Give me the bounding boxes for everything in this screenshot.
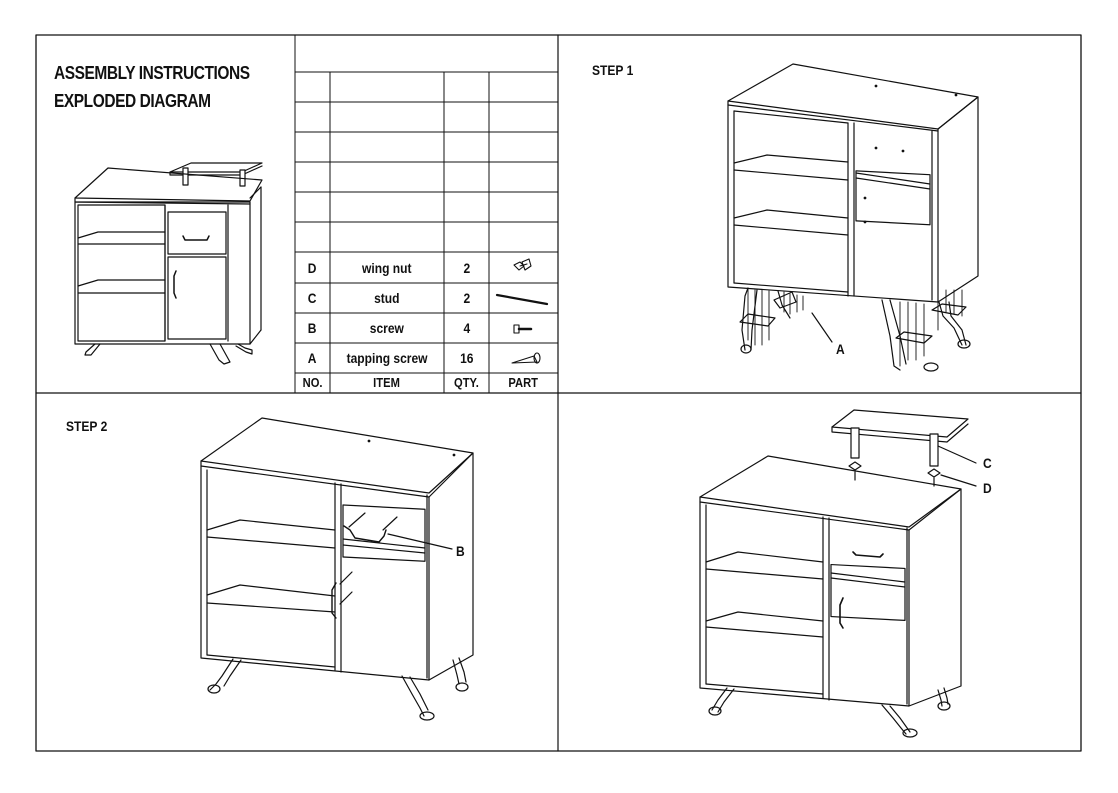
table-header-item: ITEM [373,375,401,390]
step2-label: STEP 2 [66,418,108,434]
table-cell-qty: 16 [459,350,474,366]
callout-d-leader [940,474,977,487]
overview-cabinet [74,162,263,365]
screw-icon [513,324,533,334]
table-cell-qty: 2 [463,290,470,306]
parts-table-grid [294,34,559,394]
table-cell-item: stud [374,290,400,306]
table-cell-no: A [308,350,317,366]
title-line-1: ASSEMBLY INSTRUCTIONS [54,63,250,83]
callout-a-leader [811,312,833,343]
step2-cabinet [200,417,474,721]
table-cell-item: screw [369,320,405,336]
callout-b: B [456,543,465,559]
table-cell-item: wing nut [362,260,412,276]
callout-b-leader [387,533,453,550]
callout-c-leader [937,445,977,464]
stud-icon [495,293,549,306]
table-header-part: PART [508,375,539,390]
step1-label: STEP 1 [592,62,634,78]
table-cell-qty: 4 [463,320,470,336]
table-header-no: NO. [302,375,323,390]
step3-cabinet [699,409,977,738]
callout-d: D [983,480,992,496]
wing-nut-icon [513,258,532,271]
tapping-screw-icon [511,352,541,364]
sheet-frame [35,34,1082,752]
table-cell-item: tapping screw [346,350,428,366]
table-cell-no: B [308,320,317,336]
table-cell-qty: 2 [463,260,470,276]
table-cell-no: C [308,290,317,306]
callout-a: A [836,341,845,357]
table-cell-no: D [308,260,317,276]
callout-c: C [983,455,992,471]
step1-cabinet [727,63,979,372]
title-line-2: EXPLODED DIAGRAM [54,91,211,111]
table-header-qty: QTY. [454,375,479,390]
